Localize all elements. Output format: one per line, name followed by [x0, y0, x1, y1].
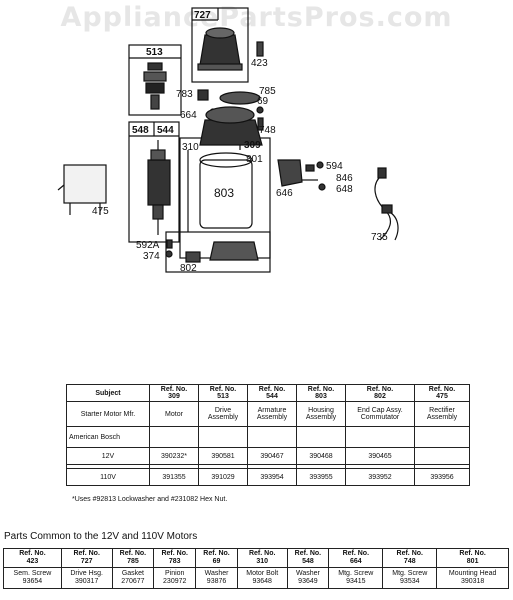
- motor-parts-table: Subject Ref. No.309 Ref. No.513 Ref. No.…: [66, 384, 470, 486]
- watermark: AppliancePartsPros.com: [60, 2, 453, 33]
- callout-801: 801: [246, 154, 263, 165]
- cell: 391029: [198, 468, 248, 486]
- cell: 393952: [345, 468, 415, 486]
- ref-69-header: Ref. No.69: [195, 548, 238, 568]
- callout-785: 785: [259, 86, 276, 97]
- ref-785-header: Ref. No.785: [111, 548, 155, 568]
- cell: 390232*: [149, 447, 199, 465]
- part-cell: Drive Hsg.390317: [60, 567, 113, 589]
- callout-594: 594: [326, 161, 343, 172]
- col-513-header: Ref. No.513: [198, 384, 248, 402]
- cell: Rectifier Assembly: [414, 401, 470, 427]
- ref-783-header: Ref. No.783: [153, 548, 197, 568]
- ref-801-header: Ref. No.801: [436, 548, 509, 568]
- subject-header: Subject: [66, 384, 150, 402]
- callout-592a: 592A: [136, 240, 160, 251]
- ref-727-header: Ref. No.727: [60, 548, 113, 568]
- callout-309: 309: [244, 140, 261, 151]
- cell: 393954: [247, 468, 297, 486]
- callout-69: 69: [257, 96, 269, 107]
- callout-513: 513: [146, 47, 163, 58]
- cell: 390467: [247, 447, 297, 465]
- end-cap-box: [165, 231, 271, 273]
- cell: 390465: [345, 447, 415, 465]
- ref-423-header: Ref. No.423: [3, 548, 62, 568]
- callout-310: 310: [182, 142, 199, 153]
- callout-423: 423: [251, 58, 268, 69]
- drive-housing-box: [191, 7, 249, 83]
- col-544-header: Ref. No.544: [247, 384, 297, 402]
- cell: 390581: [198, 447, 248, 465]
- rectifier-diagram: [63, 164, 107, 204]
- common-parts-table: Ref. No.423 Ref. No.727 Ref. No.785 Ref.…: [3, 548, 509, 589]
- callout-727: 727: [194, 10, 211, 21]
- callout-648: 648: [336, 184, 353, 195]
- row-label-bosch: American Bosch: [66, 426, 150, 448]
- cell: 391355: [149, 468, 199, 486]
- cell: 390468: [296, 447, 346, 465]
- cell: 393955: [296, 468, 346, 486]
- row-label-12v: 12V: [66, 447, 150, 465]
- cell: Armature Assembly: [247, 401, 297, 427]
- callout-846: 846: [336, 173, 353, 184]
- ref-748-header: Ref. No.748: [382, 548, 438, 568]
- callout-664: 664: [180, 110, 197, 121]
- row-label-mfr: Starter Motor Mfr.: [66, 401, 150, 427]
- col-309-header: Ref. No.309: [149, 384, 199, 402]
- cell: Housing Assembly: [296, 401, 346, 427]
- cell: End Cap Assy. Commutator: [345, 401, 415, 427]
- callout-802: 802: [180, 263, 197, 274]
- motor-housing: [199, 159, 253, 229]
- callout-544: 544: [157, 125, 174, 136]
- ref-548-header: Ref. No.548: [286, 548, 330, 568]
- drive-assembly-box: [128, 44, 182, 116]
- row-label-110v: 110V: [66, 468, 150, 486]
- callout-548: 548: [132, 125, 149, 136]
- cell: Motor: [149, 401, 199, 427]
- callout-735: 735: [371, 232, 388, 243]
- col-803-header: Ref. No.803: [296, 384, 346, 402]
- callout-783: 783: [176, 89, 193, 100]
- callout-646: 646: [276, 188, 293, 199]
- ref-664-header: Ref. No.664: [328, 548, 384, 568]
- col-475-header: Ref. No.475: [414, 384, 470, 402]
- footnote: *Uses #92813 Lockwasher and #231082 Hex …: [72, 496, 228, 503]
- common-parts-title: Parts Common to the 12V and 110V Motors: [4, 531, 198, 542]
- ref-310-header: Ref. No.310: [236, 548, 288, 568]
- exploded-parts-diagram: 513 727 423 783 785 664 69 748 548 544 3…: [57, 7, 399, 274]
- callout-803: 803: [214, 186, 234, 200]
- callout-475: 475: [92, 206, 109, 217]
- cell: 393956: [414, 468, 470, 486]
- cell: [414, 447, 470, 465]
- callout-374: 374: [143, 251, 160, 262]
- cell: Drive Assembly: [198, 401, 248, 427]
- callout-748: 748: [259, 125, 276, 136]
- col-802-header: Ref. No.802: [345, 384, 415, 402]
